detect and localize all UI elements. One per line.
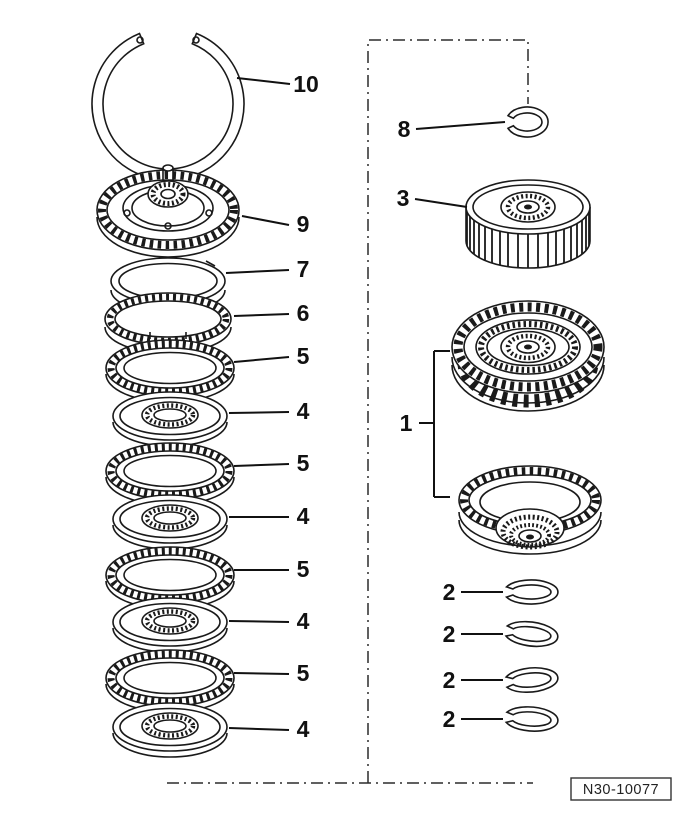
part-7-ring bbox=[110, 257, 226, 314]
part-3-clutch-drum bbox=[465, 179, 591, 269]
leader-10 bbox=[236, 77, 291, 85]
callout-4: 4 bbox=[297, 716, 310, 742]
leader-lines-right bbox=[414, 121, 506, 720]
leader-7 bbox=[225, 269, 290, 274]
callout-6: 6 bbox=[297, 300, 310, 326]
callout-3: 3 bbox=[397, 185, 410, 211]
callout-5: 5 bbox=[297, 450, 310, 476]
part-9-geared-drum bbox=[96, 164, 240, 258]
part-2-snap-ring bbox=[505, 579, 559, 605]
leader-4 bbox=[228, 411, 290, 414]
callout-2: 2 bbox=[443, 706, 456, 732]
part-6-toothed-ring bbox=[104, 292, 232, 354]
part-2-snap-ring bbox=[504, 618, 561, 650]
part-1-assembly-lower-drum bbox=[458, 465, 602, 555]
part-10-large-snap-ring bbox=[91, 32, 245, 181]
callout-1: 1 bbox=[400, 410, 413, 436]
callout-7: 7 bbox=[297, 256, 310, 282]
leader-6 bbox=[233, 313, 290, 317]
callout-4: 4 bbox=[297, 398, 310, 424]
leader-5 bbox=[233, 356, 290, 363]
callout-9: 9 bbox=[297, 211, 310, 237]
leader-9 bbox=[241, 215, 290, 226]
callout-2: 2 bbox=[443, 667, 456, 693]
leader-8 bbox=[415, 121, 506, 130]
part-8-snap-ring bbox=[506, 106, 549, 138]
part-1-assembly-upper-drum bbox=[451, 300, 605, 412]
figure-id-box: N30-10077 bbox=[570, 777, 672, 801]
callout-2: 2 bbox=[443, 579, 456, 605]
part-4-friction-plate bbox=[113, 495, 227, 549]
leader-lines-left bbox=[225, 77, 291, 731]
callout-5: 5 bbox=[297, 343, 310, 369]
part-4-friction-plate bbox=[113, 392, 227, 446]
callout-4: 4 bbox=[297, 503, 310, 529]
part-2-snap-ring bbox=[504, 664, 560, 695]
leader-5 bbox=[233, 463, 290, 467]
callout-8: 8 bbox=[398, 116, 411, 142]
leader-3 bbox=[414, 198, 468, 208]
callouts-right: 8 3 1 2 2 2 2 bbox=[397, 116, 456, 732]
leader-4 bbox=[228, 727, 290, 731]
callout-10: 10 bbox=[293, 71, 319, 97]
callouts-left: 10 9 7 6 5 4 5 4 5 4 5 4 bbox=[293, 71, 319, 742]
figure-id-label: N30-10077 bbox=[583, 782, 659, 798]
callout-4: 4 bbox=[297, 608, 310, 634]
part-2-snap-ring bbox=[504, 704, 560, 734]
leader-5 bbox=[233, 672, 290, 675]
assembly-axis-line bbox=[367, 39, 529, 783]
part-4-friction-plate bbox=[113, 598, 227, 652]
callout-2: 2 bbox=[443, 621, 456, 647]
leader-4 bbox=[228, 620, 290, 623]
part-4-friction-plate bbox=[113, 703, 227, 757]
callout-5: 5 bbox=[297, 660, 310, 686]
leader-1-bracket bbox=[419, 350, 450, 498]
callout-5: 5 bbox=[297, 556, 310, 582]
